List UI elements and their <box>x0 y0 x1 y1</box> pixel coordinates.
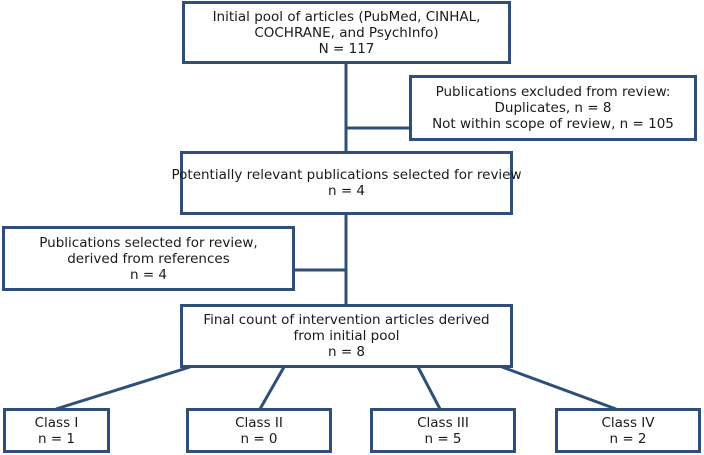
initial-pool-count: N = 117 <box>318 40 375 57</box>
from-references-line-1: Publications selected for review, <box>39 234 258 251</box>
final-count-line-2: from initial pool <box>293 328 400 344</box>
excluded-heading: Publications excluded from review: <box>435 84 671 100</box>
class-2-label: Class II <box>235 414 283 431</box>
final-count-box: Final count of intervention articles der… <box>180 304 513 368</box>
class-4-count: n = 2 <box>609 430 647 447</box>
from-references-count: n = 4 <box>129 266 168 283</box>
from-references-box: Publications selected for review, derive… <box>2 226 295 291</box>
excluded-out-of-scope: Not within scope of review, n = 105 <box>432 116 674 132</box>
relevant-count: n = 4 <box>327 183 366 199</box>
class-1-box: Class I n = 1 <box>3 408 110 453</box>
class-3-box: Class III n = 5 <box>370 408 516 453</box>
fan-line-class-2 <box>258 366 286 410</box>
relevant-box: Potentially relevant publications select… <box>171 151 522 215</box>
final-count-line-1: Final count of intervention articles der… <box>203 312 490 328</box>
class-2-box: Class II n = 0 <box>186 408 332 453</box>
from-references-line-2: derived from references <box>67 250 230 267</box>
fan-line-class-4 <box>501 365 617 411</box>
class-1-count: n = 1 <box>37 430 76 447</box>
class-4-box: Class IV n = 2 <box>555 408 701 453</box>
relevant-label: Potentially relevant publications select… <box>171 167 522 183</box>
class-2-count: n = 0 <box>240 430 278 447</box>
fan-line-class-1 <box>55 365 191 411</box>
final-count-value: n = 8 <box>327 344 366 360</box>
initial-pool-box: Initial pool of articles (PubMed, CINHAL… <box>182 1 511 64</box>
excluded-duplicates: Duplicates, n = 8 <box>494 100 612 116</box>
initial-pool-line-1: Initial pool of articles (PubMed, CINHAL… <box>212 8 481 25</box>
initial-pool-line-2: COCHRANE, and PsychInfo) <box>254 24 439 41</box>
class-4-label: Class IV <box>601 414 655 431</box>
class-3-count: n = 5 <box>424 430 462 447</box>
class-1-label: Class I <box>34 414 79 431</box>
class-3-label: Class III <box>417 414 469 431</box>
fan-line-class-3 <box>416 366 442 410</box>
excluded-box: Publications excluded from review: Dupli… <box>409 75 697 141</box>
